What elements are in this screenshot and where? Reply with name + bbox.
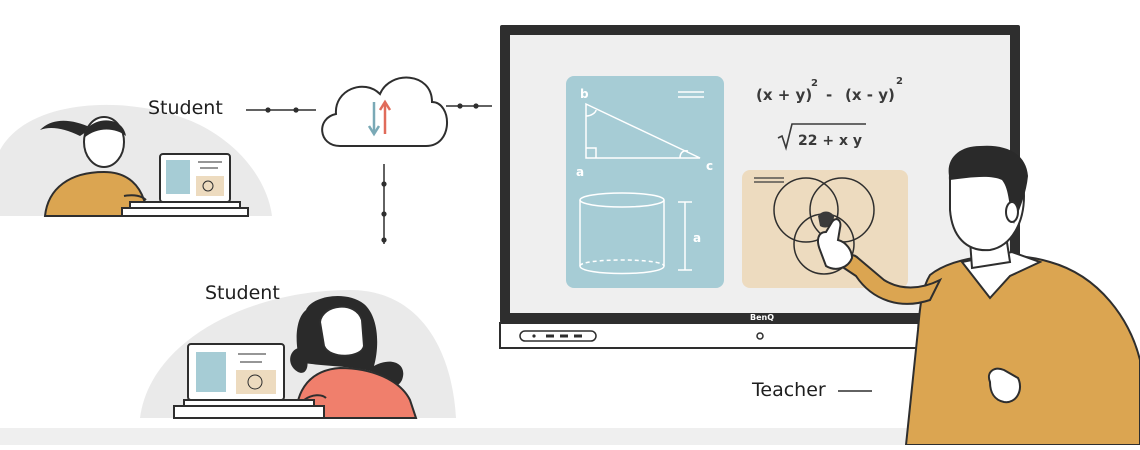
- interactive-display: BenQ b a c a (x + y) 2 - (x - y) 2: [499, 25, 1021, 349]
- triangle-label-a: a: [576, 165, 584, 179]
- student-2-pigtail: [290, 347, 308, 373]
- venn-panel-menu-icon: [754, 177, 784, 183]
- student-1-scene: [0, 104, 272, 217]
- teacher-hair: [948, 145, 1028, 224]
- student-2-laptop-panel-b: [236, 370, 276, 394]
- cylinder-label-a: a: [693, 231, 701, 245]
- equation-term-2: (x - y): [845, 86, 895, 104]
- student-2-top: [294, 366, 418, 419]
- display-button-bar: [519, 330, 597, 342]
- equation-term-2-exponent: 2: [896, 76, 903, 87]
- teacher-lower-hand: [988, 367, 1022, 404]
- student-2-label: Student: [205, 282, 280, 304]
- venn-circle-left: [773, 177, 839, 243]
- student-1-arm: [123, 194, 147, 201]
- teacher-ear: [1005, 201, 1019, 223]
- student-1-sweater: [43, 170, 152, 217]
- student-2-scene: [140, 290, 456, 419]
- venn-panel: [742, 170, 908, 288]
- student-1-laptop-venn: [202, 180, 214, 192]
- student-2-laptop-panel-a: [196, 352, 226, 392]
- teacher-figure: [817, 145, 1140, 446]
- connector-board: [446, 103, 492, 109]
- equation-minus: -: [826, 86, 832, 104]
- triangle-shape: [585, 102, 701, 159]
- student-1-laptop-panel-b: [196, 176, 224, 196]
- student-2-desk: [173, 405, 325, 419]
- student-2-laptop-text: [238, 353, 266, 363]
- student-1-hair: [84, 120, 126, 138]
- triangle-label-c: c: [706, 159, 713, 173]
- cylinder-shape: [579, 192, 665, 275]
- square-root-sign: [777, 123, 866, 151]
- student-2-arm: [303, 394, 327, 401]
- triangle-label-b: b: [580, 87, 589, 101]
- student-1-desk: [121, 207, 249, 217]
- geometry-panel: [566, 76, 724, 288]
- teacher-label: Teacher: [752, 379, 826, 401]
- geometry-panel-menu-icon: [678, 91, 704, 98]
- height-marker: [678, 201, 692, 271]
- teacher-hand: [817, 218, 854, 270]
- equation-root: 22 + x y: [798, 133, 862, 149]
- student-2-face: [318, 305, 366, 357]
- student-1-laptop-panel-a: [166, 160, 190, 194]
- cloud-icon: [321, 76, 448, 147]
- student-1-laptop-text: [198, 161, 222, 169]
- connector-student-2: [381, 164, 387, 244]
- display-power-icon: [756, 332, 764, 340]
- student-2-laptop-venn: [247, 374, 263, 390]
- equation-term-1-exponent: 2: [811, 78, 818, 89]
- connector-student-1: [246, 107, 316, 113]
- student-1-ponytail: [40, 120, 92, 136]
- floor: [0, 428, 1140, 445]
- display-brand: BenQ: [750, 313, 774, 322]
- equation-term-1: (x + y): [756, 86, 812, 104]
- student-1-label: Student: [148, 97, 223, 119]
- teacher-sweater: [904, 254, 1140, 446]
